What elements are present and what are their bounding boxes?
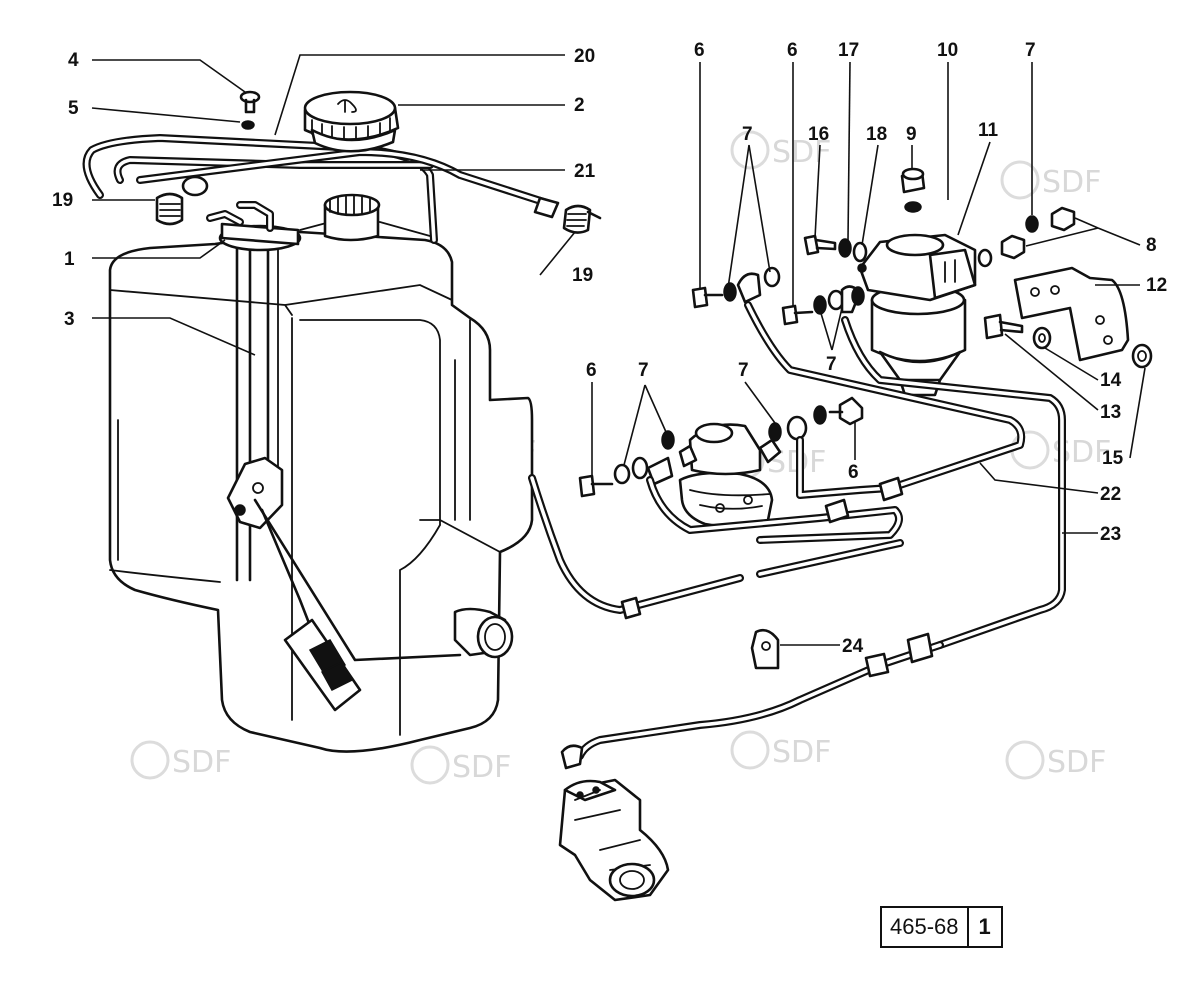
- callout-23: 23: [1100, 524, 1121, 545]
- drawing-code: 465-68: [890, 914, 959, 939]
- leader-lines: [91, 54, 1146, 646]
- callout-9: 9: [906, 124, 917, 145]
- pipe-clamp-24: [750, 628, 780, 670]
- fuel-lines: [528, 301, 1066, 770]
- callout-7-pump-left: 7: [638, 360, 649, 381]
- callout-2: 2: [574, 95, 585, 116]
- feed-pump: [678, 422, 782, 528]
- callout-6-top: 6: [787, 40, 798, 61]
- drawing-reference-box: 465-68 1: [880, 906, 1003, 948]
- callout-7-filter: 7: [826, 354, 837, 375]
- fuel-tank: [108, 193, 534, 753]
- pump-fittings: [578, 396, 864, 498]
- filler-cap: [303, 90, 400, 153]
- callout-12: 12: [1146, 275, 1167, 296]
- svg-text:SDF: SDF: [772, 735, 831, 770]
- callout-22: 22: [1100, 484, 1121, 505]
- washer-7-right: [977, 248, 993, 268]
- callout-11: 11: [978, 120, 999, 141]
- callout-24: 24: [842, 636, 864, 657]
- injection-pump: [558, 778, 670, 902]
- callout-17: 17: [838, 40, 859, 61]
- callout-4: 4: [68, 50, 79, 71]
- screw-4: [239, 90, 261, 114]
- svg-text:SDF: SDF: [772, 135, 831, 170]
- hose-clip-left: [155, 175, 209, 226]
- watermark-4: SDF: [1000, 160, 1101, 200]
- callout-13: 13: [1100, 402, 1121, 423]
- washer-10: [904, 201, 922, 213]
- callout-21: 21: [574, 161, 596, 182]
- washer-14: [1032, 326, 1052, 350]
- callout-6-pump-right: 6: [848, 462, 859, 483]
- upper-banjo-fittings: [691, 266, 865, 326]
- watermark-7: SDF: [130, 740, 231, 780]
- filter-bracket: [1013, 266, 1130, 362]
- watermark-10: SDF: [1005, 740, 1106, 780]
- tank-hoses: [82, 134, 560, 244]
- callout-3: 3: [64, 309, 75, 330]
- callout-5: 5: [68, 98, 79, 119]
- callout-7-upper: 7: [742, 124, 753, 145]
- bolt-13: [983, 313, 1024, 340]
- washer-7-upper-right: [1025, 215, 1039, 233]
- bolt-9: [900, 167, 926, 194]
- callout-14: 14: [1100, 370, 1122, 391]
- callout-16: 16: [808, 124, 829, 145]
- callout-15: 15: [1102, 448, 1124, 469]
- nut-15: [1131, 343, 1153, 369]
- watermark-9: SDF: [730, 730, 831, 770]
- callout-19-left: 19: [52, 190, 73, 211]
- banjo-bolt-16: [803, 234, 837, 256]
- callout-18: 18: [866, 124, 887, 145]
- callout-8: 8: [1146, 235, 1157, 256]
- washer-18: [852, 241, 868, 263]
- callout-10: 10: [937, 40, 958, 61]
- callout-1: 1: [64, 249, 75, 270]
- callout-6-pump-left: 6: [586, 360, 597, 381]
- washer-17: [838, 238, 852, 258]
- callout-7-pump-right: 7: [738, 360, 749, 381]
- washer-5: [241, 120, 255, 130]
- svg-text:SDF: SDF: [172, 745, 231, 780]
- svg-text:SDF: SDF: [452, 750, 511, 785]
- svg-text:SDF: SDF: [1042, 165, 1101, 200]
- watermark-8: SDF: [410, 745, 511, 785]
- callout-19-right: 19: [572, 265, 593, 286]
- callout-6-top-left: 6: [694, 40, 705, 61]
- callout-numbers: 4 5 20 2 21 19 19 1 3 6 6 17 10 7 7 16 1…: [52, 40, 1167, 657]
- sheet-number: 1: [966, 908, 1001, 946]
- nut-8-upper: [1050, 206, 1076, 232]
- watermark-group: SDF SDF SDF SDF SDF SDF SDF SDF SDF SDF: [110, 130, 1111, 785]
- callout-20: 20: [574, 46, 595, 67]
- watermark-3: SDF: [730, 130, 831, 170]
- fuel-sender-unit: [206, 201, 462, 712]
- callout-7-top-right: 7: [1025, 40, 1036, 61]
- nut-8-lower: [1000, 234, 1026, 260]
- svg-text:SDF: SDF: [1047, 745, 1106, 780]
- fuel-filter: [857, 233, 977, 397]
- hose-clip-right: [562, 204, 602, 234]
